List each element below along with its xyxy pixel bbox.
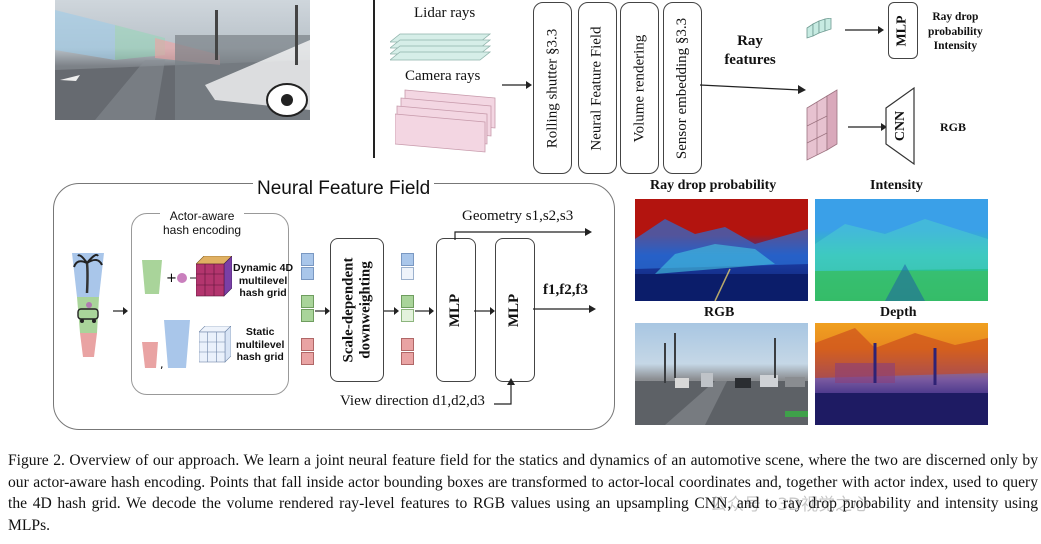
- static-hash-grid-cube: [199, 326, 231, 363]
- feature-column-red: [301, 338, 314, 368]
- view-direction-label: View direction d1,d2,d3: [340, 393, 485, 409]
- lidar-feature-vector: [806, 18, 832, 39]
- first-mlp-box: MLP: [436, 238, 476, 382]
- camera-feature-grid: [806, 89, 838, 161]
- feature-column-green: [301, 295, 314, 325]
- rgb-title: RGB: [704, 305, 735, 320]
- second-mlp-box: MLP: [495, 238, 535, 382]
- ray-features-arrow: [700, 84, 806, 94]
- features-to-mlp-arrow: [415, 307, 434, 315]
- features-to-downweight-arrow: [315, 307, 330, 315]
- svg-text:+: +: [166, 271, 177, 286]
- features-output-arrow: [533, 305, 596, 313]
- neural-feature-field-stage: Neural Feature Field: [578, 2, 617, 174]
- view-direction-arrow: [494, 378, 515, 405]
- watermark: 公众号 · 3D视觉之心: [710, 495, 870, 515]
- dynamic-encoding-inputs: +: [142, 260, 205, 294]
- cnn-output-label: RGB: [940, 120, 967, 134]
- dynamic-hash-grid-cube: [196, 256, 232, 297]
- cnn-trapezoid: [885, 86, 915, 166]
- downweight-arrow: [384, 307, 399, 315]
- top-mlp-box: MLP: [888, 2, 918, 59]
- features-output-label: f1,f2,f3: [543, 282, 588, 298]
- cnn-label: CNN: [893, 110, 909, 142]
- camera-rays-stack: [395, 89, 496, 153]
- static-hash-grid-label: Static multilevel hash grid: [236, 326, 285, 363]
- depth-render-image: [815, 323, 988, 425]
- ray-drop-probability-image: [635, 199, 808, 301]
- rays-to-pipeline-arrow: [502, 81, 532, 89]
- figure-caption: Figure 2. Overview of our approach. We l…: [8, 452, 1038, 534]
- rolling-shutter-stage: Rolling shutter §3.3: [533, 2, 572, 174]
- rgb-render-image: [635, 323, 808, 425]
- mlp-outputs-label: Ray drop probability Intensity: [928, 11, 983, 52]
- depth-title: Depth: [880, 305, 917, 320]
- static-encoding-inputs: ,: [142, 320, 190, 370]
- intensity-image: [815, 199, 988, 301]
- dynamic-hash-grid-label: Dynamic 4D multilevel hash grid: [233, 262, 294, 299]
- section-divider: [373, 0, 375, 158]
- scene-ray-column: [72, 253, 104, 357]
- sensor-rays-illustration: [55, 5, 310, 120]
- mlp-to-mlp-arrow: [474, 307, 495, 315]
- svg-text:,: ,: [160, 358, 164, 370]
- weighted-feature-column-blue: [401, 253, 414, 283]
- street-photo-with-sensor-rays: [55, 0, 310, 120]
- geometry-label: Geometry s1,s2,s3: [462, 208, 574, 224]
- volume-rendering-stage: Volume rendering: [620, 2, 659, 174]
- hash-encoding-title: Actor-aware hash encoding: [160, 209, 245, 237]
- feature-column-blue: [301, 253, 314, 283]
- weighted-feature-column-green: [401, 295, 414, 325]
- ray-drop-title: Ray drop probability: [650, 178, 777, 193]
- ray-features-label: Ray features: [724, 33, 776, 68]
- to-cnn-arrow: [848, 123, 887, 131]
- camera-rays-label: Camera rays: [405, 68, 481, 84]
- intensity-title: Intensity: [870, 178, 923, 193]
- lidar-rays-label: Lidar rays: [414, 5, 476, 21]
- lidar-rays-stack: [390, 33, 492, 61]
- weighted-feature-column-red: [401, 338, 414, 368]
- geometry-output-arrow: [454, 228, 592, 240]
- scene-to-hash-arrow: [113, 307, 128, 315]
- to-mlp-arrow: [845, 26, 884, 34]
- sensor-embedding-stage: Sensor embedding §3.3: [663, 2, 702, 174]
- nff-title: Neural Feature Field: [253, 178, 435, 200]
- scale-dependent-downweighting-box: Scale-dependent downweighting: [330, 238, 384, 382]
